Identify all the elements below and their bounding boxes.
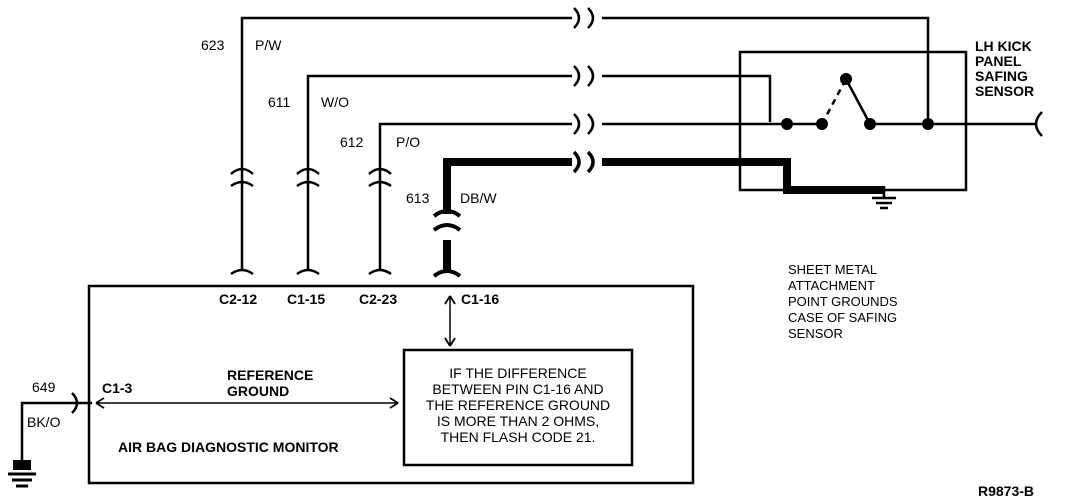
wire-611-color: W/O [321, 94, 349, 110]
svg-text:IF THE DIFFERENCE: IF THE DIFFERENCE [449, 365, 586, 381]
pin-label-c2-12: C2-12 [219, 291, 257, 307]
wire-613-circuit: 613 [406, 190, 430, 206]
pin-label-c1-15: C1-15 [287, 291, 325, 307]
wire-612-circuit: 612 [340, 134, 364, 150]
svg-text:SENSOR: SENSOR [788, 326, 843, 341]
wire-613-color: DB/W [460, 190, 497, 206]
svg-text:SENSOR: SENSOR [975, 83, 1034, 99]
svg-text:REFERENCE: REFERENCE [227, 367, 313, 383]
wire-613 [443, 158, 884, 272]
pin-label-c1-16: C1-16 [461, 291, 499, 307]
diagnostic-monitor-box [87, 284, 695, 485]
wire-623-circuit: 623 [201, 37, 225, 53]
svg-text:ATTACHMENT: ATTACHMENT [788, 278, 875, 293]
svg-text:THE REFERENCE GROUND: THE REFERENCE GROUND [426, 397, 610, 413]
svg-text:GROUND: GROUND [227, 383, 289, 399]
wire-623-color: P/W [255, 37, 282, 53]
wire-649 [20, 401, 92, 460]
wire-623 [240, 16, 572, 270]
message-text: IF THE DIFFERENCE BETWEEN PIN C1-16 AND … [426, 365, 610, 445]
ground-note: SHEET METAL ATTACHMENT POINT GROUNDS CAS… [788, 262, 898, 341]
svg-text:PANEL: PANEL [975, 53, 1022, 69]
pin-label-c1-3: C1-3 [102, 380, 133, 396]
svg-text:SHEET METAL: SHEET METAL [788, 262, 877, 277]
svg-text:BETWEEN PIN C1-16 AND: BETWEEN PIN C1-16 AND [432, 381, 603, 397]
wire-611-circuit: 611 [268, 94, 291, 110]
svg-text:THEN FLASH CODE 21.: THEN FLASH CODE 21. [441, 429, 596, 445]
ground-icon [872, 196, 896, 210]
svg-text:SAFING: SAFING [975, 68, 1028, 84]
wire-612 [378, 122, 572, 270]
svg-text:POINT GROUNDS: POINT GROUNDS [788, 294, 898, 309]
reference-ground-label: REFERENCE GROUND [227, 367, 313, 399]
sensor-title: LH KICK PANEL SAFING SENSOR [975, 38, 1034, 99]
svg-text:LH KICK: LH KICK [975, 38, 1032, 54]
monitor-title: AIR BAG DIAGNOSTIC MONITOR [118, 439, 339, 455]
svg-text:CASE OF SAFING: CASE OF SAFING [788, 310, 897, 325]
message-box [402, 348, 634, 467]
pin-label-c2-23: C2-23 [359, 291, 397, 307]
wire-612-color: P/O [396, 134, 420, 150]
ground-icon [8, 460, 36, 488]
wire-611 [306, 74, 572, 270]
svg-text:IS MORE THAN 2 OHMS,: IS MORE THAN 2 OHMS, [437, 413, 599, 429]
figure-id: R9873-B [978, 483, 1034, 499]
wire-649-circuit: 649 [32, 379, 56, 395]
wire-649-color: BK/O [27, 414, 61, 430]
